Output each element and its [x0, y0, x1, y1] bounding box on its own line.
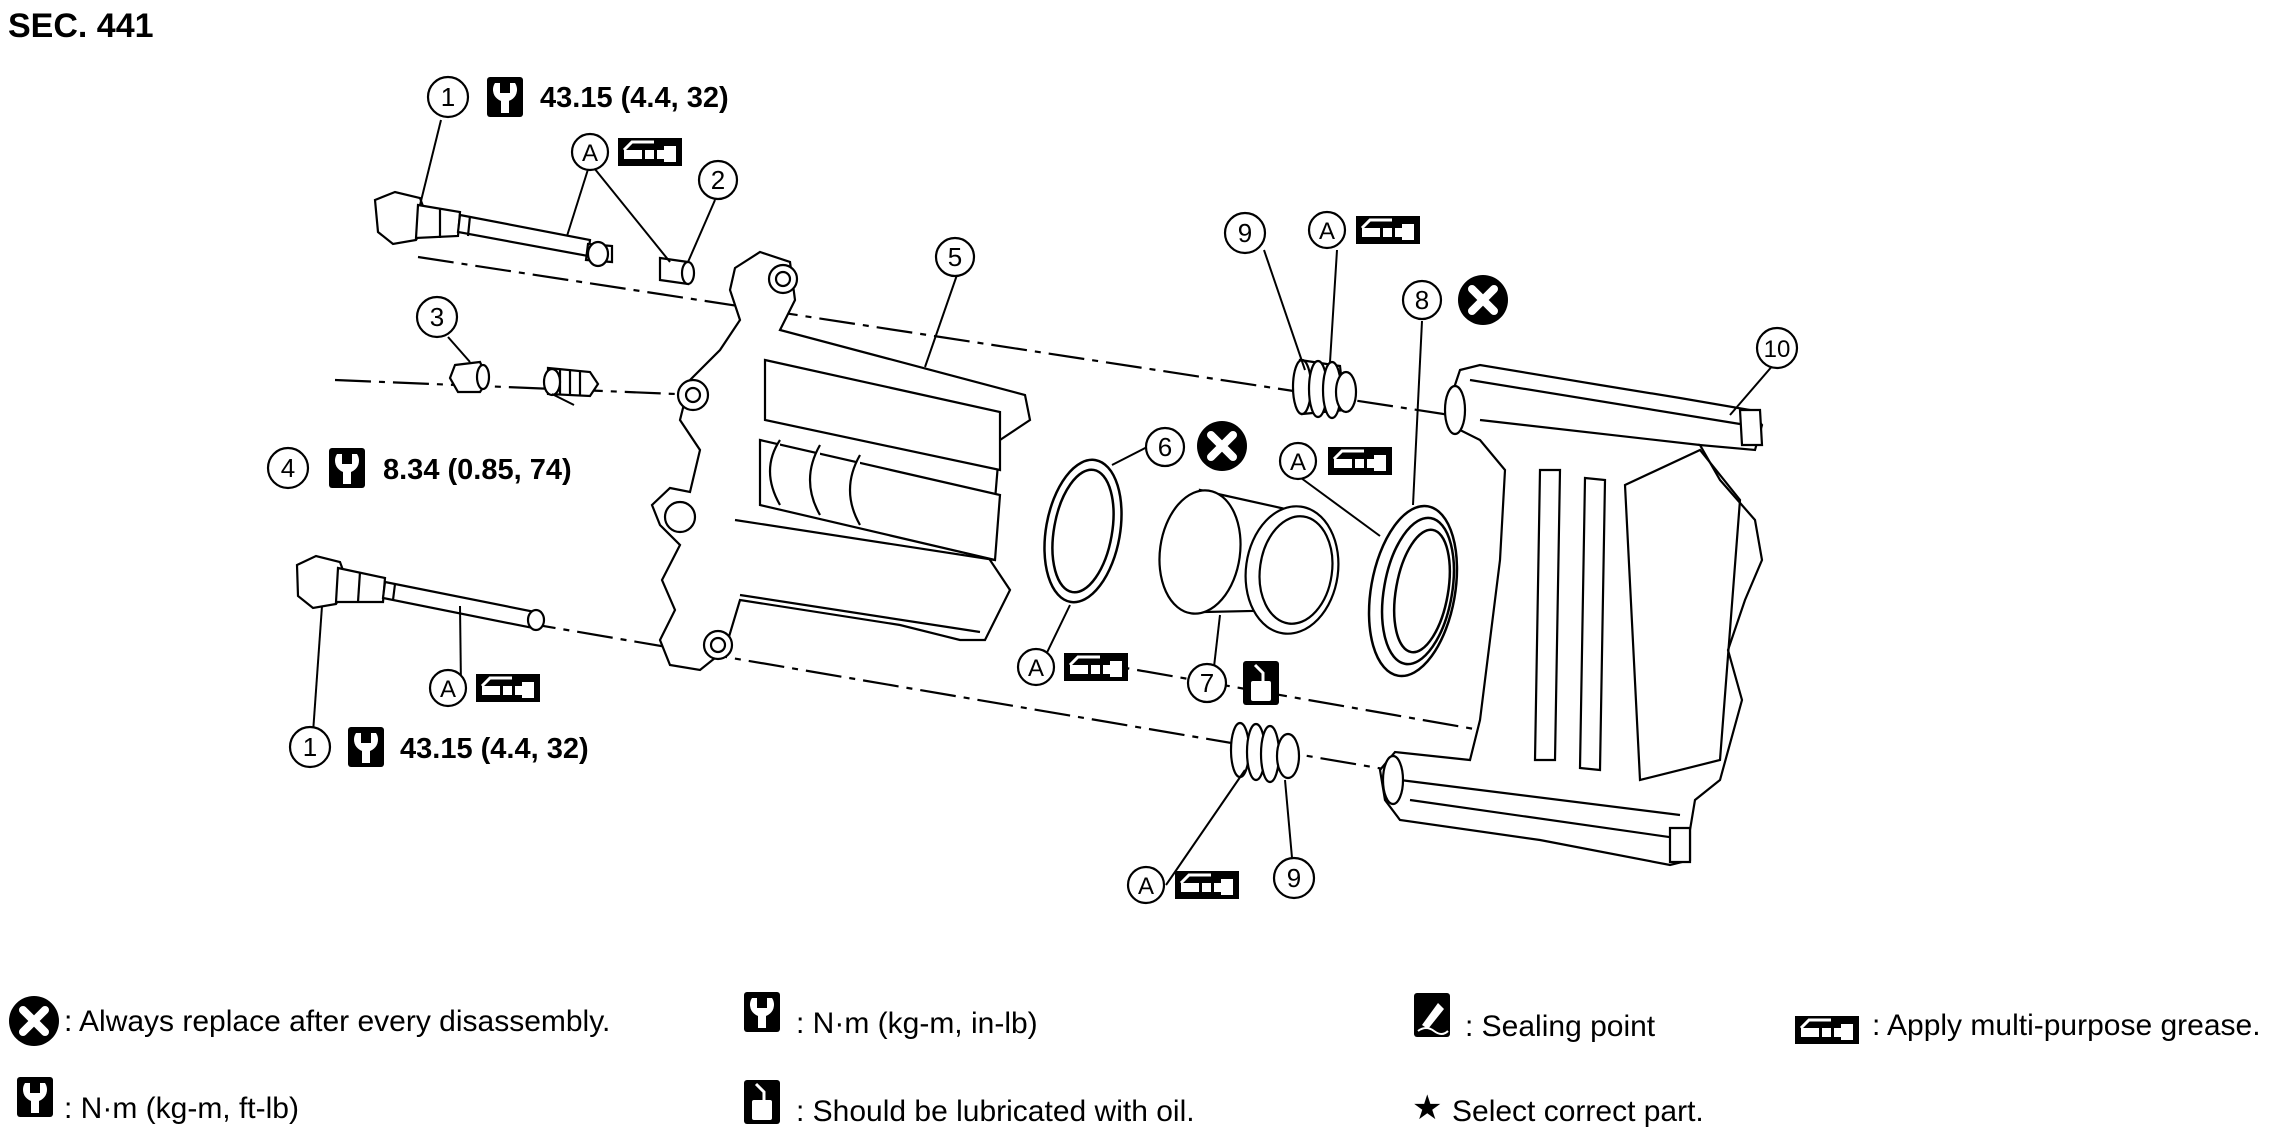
- replace-x-icon: [9, 996, 59, 1046]
- torque-wrench-icon: [744, 992, 780, 1032]
- callout-labels: 1 A 2 3 4 5 9 A 8 10 6 A A 7 A 1 A 9: [281, 82, 1791, 900]
- legend: : Always replace after every disassembly…: [9, 992, 2261, 1128]
- torque-wrench-icon: [348, 727, 384, 767]
- callout-1-top: [426, 75, 470, 119]
- callout-7: [1186, 662, 1228, 704]
- callout-text-3: 3: [430, 302, 444, 332]
- callout-a-boot-top: [1307, 210, 1347, 250]
- callout-a-seal: [1016, 647, 1056, 687]
- callout-4: [266, 446, 310, 490]
- torque-values: 43.15 (4.4, 32) 8.34 (0.85, 74) 43.15 (4…: [383, 82, 729, 765]
- callout-text-a-pin-bottom: A: [440, 676, 456, 703]
- grease-gun-icon: [1326, 445, 1394, 477]
- piston: [1158, 488, 1340, 635]
- callout-6: [1144, 426, 1186, 468]
- grease-gun-icon: [474, 672, 542, 704]
- callout-text-9-bottom: 9: [1287, 863, 1301, 893]
- callout-1-bottom: [288, 725, 332, 769]
- legend-nm-inlb: : N·m (kg-m, in-lb): [796, 1007, 1038, 1040]
- legend-sealing: : Sealing point: [1465, 1010, 1656, 1043]
- bleeder-valve: [542, 366, 600, 398]
- callout-a-pin-bottom: [428, 668, 468, 708]
- torque-wrench-icon: [329, 448, 365, 488]
- guide-pin-bolt-bottom: [295, 554, 546, 632]
- legend-replace: : Always replace after every disassembly…: [64, 1005, 610, 1038]
- grease-gun-icon: [1173, 869, 1241, 901]
- callout-text-9-top: 9: [1238, 218, 1252, 248]
- sealing-point-icon: [1413, 992, 1451, 1038]
- replace-x-icon: [1197, 421, 1247, 471]
- torque-bleeder: 8.34 (0.85, 74): [383, 454, 572, 486]
- grease-gun-icon: [616, 136, 684, 168]
- grease-gun-icon: [1062, 651, 1130, 683]
- caliper-body: [650, 250, 1032, 672]
- callout-text-1-top: 1: [441, 82, 455, 112]
- legend-oil: : Should be lubricated with oil.: [796, 1095, 1195, 1128]
- callout-text-a-ring: A: [1290, 449, 1306, 476]
- callout-9-top: [1223, 211, 1267, 255]
- torque-wrench-icon: [487, 77, 523, 117]
- torque-bottom-bolt: 43.15 (4.4, 32): [400, 733, 589, 765]
- legend-nm-ftlb: : N·m (kg-m, ft-lb): [64, 1092, 299, 1125]
- grease-gun-icon: [1793, 1014, 1861, 1046]
- piston-boot: [1367, 504, 1459, 678]
- callout-text-7: 7: [1200, 668, 1214, 698]
- torque-member: [1378, 363, 1764, 867]
- legend-select: Select correct part.: [1452, 1095, 1704, 1128]
- torque-wrench-icon: [17, 1077, 53, 1117]
- torque-top-bolt: 43.15 (4.4, 32): [540, 82, 729, 114]
- oil-can-icon: [742, 1078, 782, 1126]
- centerlines: [334, 255, 1481, 772]
- pin-boot-top: [1291, 358, 1358, 420]
- callout-text-a-boot-bottom: A: [1138, 873, 1154, 900]
- callout-text-a-boot-top: A: [1319, 218, 1335, 245]
- callout-a-ring: [1278, 441, 1318, 481]
- pin-boot-bottom: [1229, 721, 1301, 784]
- section-title: SEC. 441: [8, 7, 154, 45]
- callout-text-2: 2: [711, 165, 725, 195]
- guide-pin-bolt-top: [373, 190, 614, 268]
- callout-2: [697, 159, 739, 201]
- callout-text-a-seal: A: [1028, 655, 1044, 682]
- replace-x-icon: [1458, 275, 1508, 325]
- grease-gun-icon: [1354, 214, 1422, 246]
- oil-can-icon: [1241, 659, 1281, 707]
- callout-text-10: 10: [1764, 336, 1791, 363]
- callout-9-bottom: [1272, 856, 1316, 900]
- callout-a-pin-top: [570, 132, 610, 172]
- callout-text-6: 6: [1158, 432, 1172, 462]
- callout-text-4: 4: [281, 453, 295, 483]
- bleeder-cap: [448, 360, 491, 394]
- callout-5: [934, 236, 976, 278]
- callout-3: [415, 295, 459, 339]
- callout-circles: [266, 75, 1799, 905]
- legend-grease: : Apply multi-purpose grease.: [1872, 1009, 2261, 1042]
- piston-seal: [1043, 458, 1123, 604]
- callout-text-a-pin-top: A: [582, 140, 598, 167]
- callout-a-boot-bottom: [1126, 865, 1166, 905]
- callout-text-1-bottom: 1: [303, 732, 317, 762]
- star-icon: ★: [1412, 1089, 1442, 1127]
- callout-text-5: 5: [948, 242, 962, 272]
- callout-10: [1755, 326, 1799, 370]
- callout-8: [1401, 279, 1443, 321]
- callout-text-8: 8: [1415, 285, 1429, 315]
